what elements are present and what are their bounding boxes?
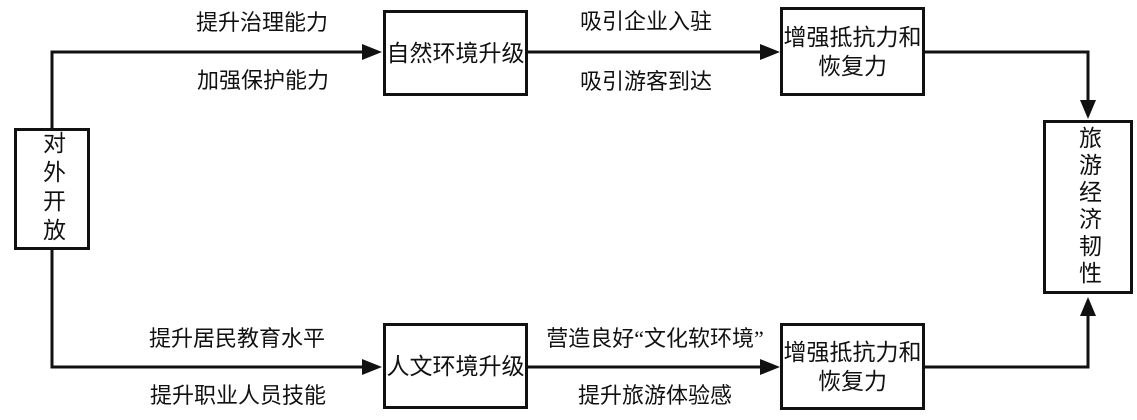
node-resilience-top-line2: 恢复力 <box>818 53 887 79</box>
node-tourism-economic-resilience: 旅游经济韧性 <box>1043 120 1133 294</box>
edge-label-attract-enterprises: 吸引企业入驻 <box>579 9 713 34</box>
edge-label-tourism-experience: 提升旅游体验感 <box>577 383 733 408</box>
edge-opening-to-natural <box>50 50 366 128</box>
edge-label-cultural-soft-environment: 营造良好“文化软环境” <box>546 326 764 351</box>
node-opening-up-label: 对外开放 <box>39 131 65 247</box>
node-opening-up: 对外开放 <box>14 128 90 250</box>
edge-label-professional-skills: 提升职业人员技能 <box>149 383 327 408</box>
arrowhead-tourism-bottom <box>1080 297 1096 316</box>
arrowhead-resilience-top <box>760 44 780 60</box>
edge-opening-to-human <box>50 250 366 369</box>
edge-resilience-top-to-tourism <box>925 50 1090 100</box>
node-tourism-resilience-label: 旅游经济韧性 <box>1075 126 1101 288</box>
edge-label-protection-capacity: 加强保护能力 <box>196 68 330 93</box>
node-resilience-bottom: 增强抵抗力和 恢复力 <box>780 323 925 410</box>
node-resilience-top: 增强抵抗力和 恢复力 <box>780 7 925 96</box>
edge-label-governance-capacity: 提升治理能力 <box>195 10 329 35</box>
arrowhead-human-env <box>362 359 382 375</box>
edge-label-resident-education: 提升居民教育水平 <box>148 326 326 351</box>
node-natural-env-upgrade: 自然环境升级 <box>383 10 528 96</box>
edge-resilience-bottom-to-tourism <box>925 316 1090 369</box>
arrowhead-resilience-bottom <box>760 359 780 375</box>
edge-label-attract-tourists: 吸引游客到达 <box>579 69 713 94</box>
node-natural-env-label: 自然环境升级 <box>386 40 525 66</box>
arrowhead-natural-env <box>362 44 382 60</box>
node-resilience-bottom-line1: 增强抵抗力和 <box>783 339 922 365</box>
node-resilience-bottom-line2: 恢复力 <box>818 368 887 394</box>
node-human-env-label: 人文环境升级 <box>386 353 525 379</box>
arrowhead-tourism-top <box>1080 100 1096 119</box>
node-human-env-upgrade: 人文环境升级 <box>383 323 528 409</box>
node-resilience-top-line1: 增强抵抗力和 <box>783 24 922 50</box>
